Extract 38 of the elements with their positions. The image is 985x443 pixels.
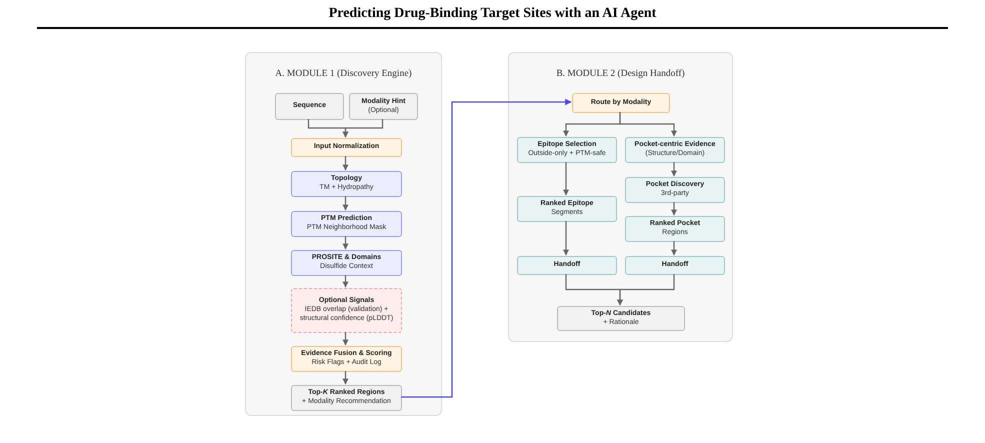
arrow xyxy=(342,371,348,385)
module-panel xyxy=(245,52,442,416)
process-box xyxy=(517,137,617,163)
arrow xyxy=(342,156,348,171)
title: Predicting Drug-Binding Target Sites with an AI Agent xyxy=(328,5,658,23)
arrow xyxy=(619,112,677,137)
panel-heading: B. MODULE 2 (Design Handoff) xyxy=(555,68,686,81)
module-panel xyxy=(508,52,733,342)
process-box xyxy=(557,306,685,331)
process-box xyxy=(275,93,344,120)
arrow xyxy=(671,241,677,256)
process-box xyxy=(625,216,725,242)
process-box xyxy=(572,93,670,113)
arrow xyxy=(563,162,569,196)
process-box xyxy=(291,138,402,157)
arrow xyxy=(671,162,677,177)
process-box xyxy=(291,385,402,411)
arrow xyxy=(342,236,348,250)
arrow xyxy=(617,274,675,306)
arrow xyxy=(342,332,348,346)
process-box xyxy=(625,137,725,163)
process-box xyxy=(625,256,725,275)
arrow xyxy=(342,119,384,138)
process-box xyxy=(517,196,617,222)
dashed-box xyxy=(291,288,402,333)
process-box xyxy=(291,211,402,237)
arrow xyxy=(671,202,677,216)
arrow xyxy=(342,275,348,288)
arrow xyxy=(563,221,569,256)
arrow xyxy=(342,196,348,211)
process-box xyxy=(517,256,617,275)
process-box xyxy=(625,177,725,203)
panel-heading: A. MODULE 1 (Discovery Engine) xyxy=(274,68,413,81)
arrow xyxy=(401,98,572,398)
process-box xyxy=(291,250,402,276)
process-box xyxy=(291,346,402,372)
process-box xyxy=(349,93,418,120)
process-box xyxy=(291,171,402,197)
